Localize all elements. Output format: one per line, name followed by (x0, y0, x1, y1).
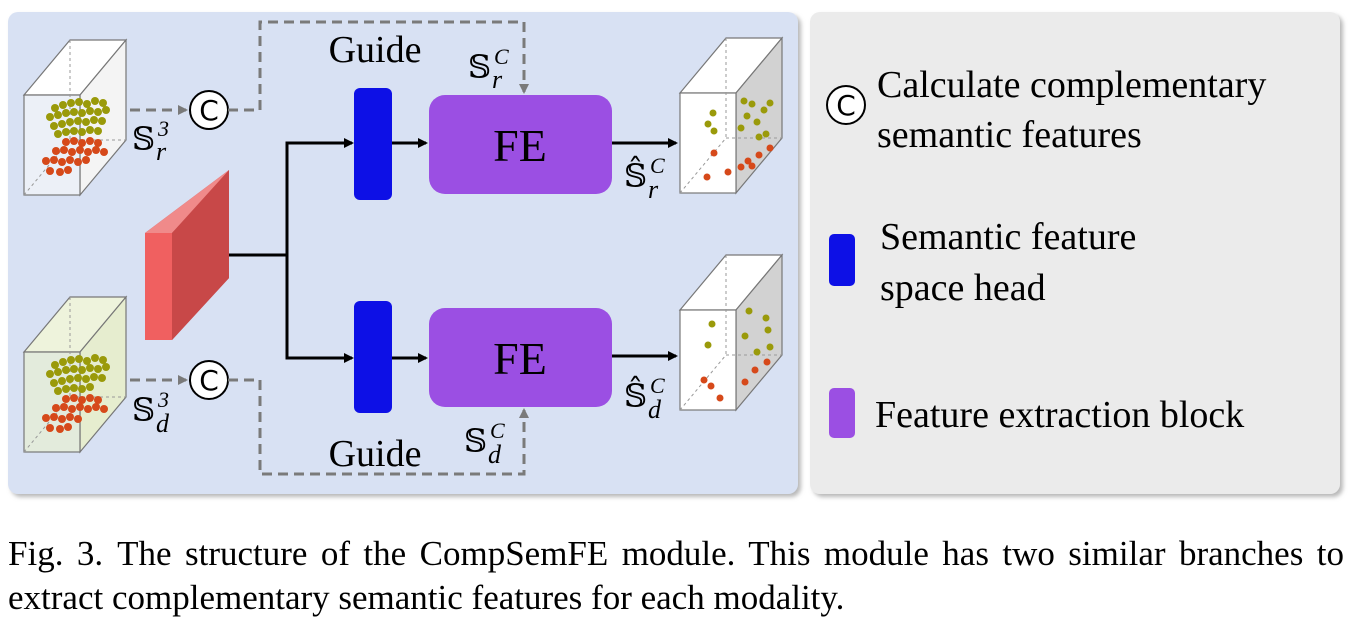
caption-text: The structure of the CompSemFE module. T… (8, 534, 1344, 617)
semantic-head-top (354, 88, 392, 200)
calc-circle-bottom: C (189, 360, 229, 400)
branch-line-bottom (285, 255, 354, 363)
legend-head-line1: Semantic feature (880, 216, 1136, 258)
guide-label-top: Guide (329, 29, 422, 71)
svg-text:𝕊: 𝕊 (132, 392, 155, 428)
figure-caption: Fig. 3.The structure of the CompSemFE mo… (8, 532, 1344, 620)
svg-text:FE: FE (493, 120, 547, 171)
semantic-head-bottom (354, 301, 392, 413)
legend-calc-line1: Calculate complementary (877, 64, 1266, 106)
svg-text:𝕊: 𝕊 (464, 423, 487, 459)
legend-calc-icon: C (826, 85, 866, 125)
calc-circle-top: C (189, 90, 229, 130)
legend-fe-swatch (829, 388, 855, 438)
label-s-dc-hat: 𝕊̂ C d (624, 373, 665, 424)
label-s-rc: 𝕊 C r (468, 44, 509, 94)
caption-label: Fig. 3. (8, 534, 104, 573)
svg-text:d: d (156, 409, 170, 438)
svg-text:d: d (648, 395, 662, 424)
svg-text:3: 3 (157, 387, 169, 412)
svg-text:r: r (648, 175, 659, 204)
svg-text:𝕊̂: 𝕊̂ (624, 155, 647, 194)
svg-text:𝕊: 𝕊 (468, 49, 491, 85)
svg-text:C: C (199, 364, 219, 397)
legend-fe-label: Feature extraction block (875, 394, 1244, 436)
legend-head-line2: space head (880, 267, 1046, 309)
branch-line-top (285, 138, 354, 255)
svg-text:𝕊: 𝕊 (132, 121, 155, 157)
output-cube-depth (678, 253, 784, 412)
input-feature-block (145, 170, 229, 340)
svg-text:C: C (199, 94, 219, 127)
compsemfe-diagram: C C FE FE (8, 12, 1340, 494)
legend-calc-line2: semantic features (877, 114, 1142, 156)
svg-text:FE: FE (493, 333, 547, 384)
fe-block-top: FE (429, 95, 612, 194)
svg-text:C: C (490, 418, 505, 443)
label-s-d3: 𝕊 3 d (132, 387, 170, 438)
label-s-r3: 𝕊 3 r (132, 116, 169, 166)
svg-text:C: C (836, 89, 856, 122)
svg-text:d: d (488, 440, 502, 469)
label-s-dc: 𝕊 C d (464, 418, 505, 469)
svg-text:r: r (156, 137, 167, 166)
svg-text:𝕊̂: 𝕊̂ (624, 375, 647, 414)
svg-text:r: r (492, 65, 503, 94)
legend-panel (810, 12, 1340, 494)
svg-text:C: C (650, 153, 665, 178)
output-cube-rgb (678, 36, 784, 195)
guide-path-bottom (228, 378, 529, 476)
svg-text:C: C (650, 373, 665, 398)
label-s-rc-hat: 𝕊̂ C r (624, 153, 665, 204)
legend-head-swatch (829, 234, 855, 286)
input-cube-rgb (22, 38, 128, 197)
fe-block-bottom: FE (429, 308, 612, 407)
svg-text:3: 3 (157, 116, 169, 141)
svg-text:C: C (494, 44, 509, 69)
guide-label-bottom: Guide (329, 433, 422, 475)
guide-path-top (228, 20, 529, 112)
input-cube-depth (22, 295, 128, 454)
